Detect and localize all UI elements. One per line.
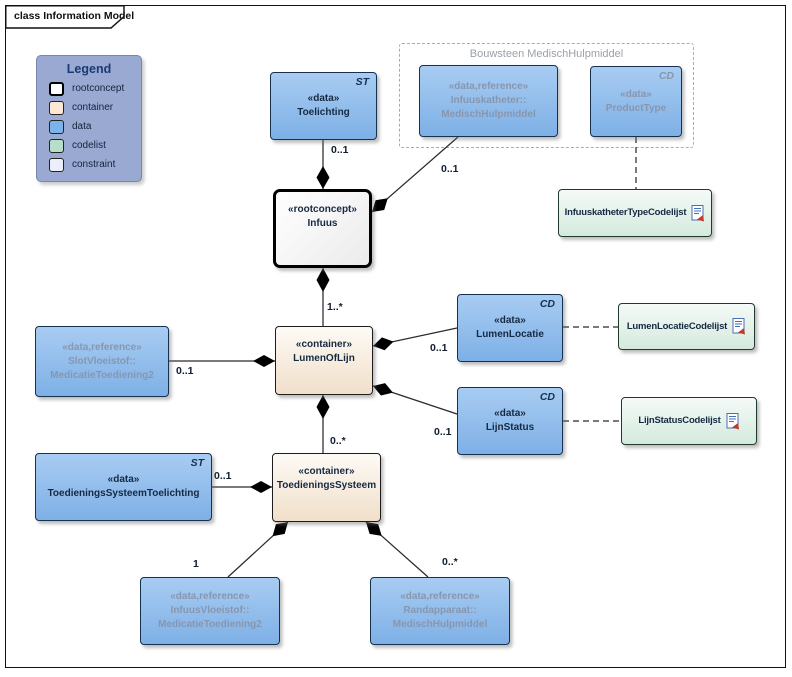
legend-swatch-codelist [49, 138, 64, 153]
composition-diamond [373, 337, 394, 351]
node-infuuskathetertypecodelijst[interactable]: InfuuskatheterTypeCodelijst [558, 189, 712, 237]
group-label: Bouwsteen MedischHulpmiddel [469, 48, 624, 60]
multiplicity-label: 0..1 [331, 144, 349, 156]
multiplicity-label: 1..* [327, 301, 343, 313]
legend: Legend rootconcept container data codeli… [36, 55, 142, 182]
node-name: Randapparaat:: [403, 605, 477, 616]
node-toedieningssysteem[interactable]: «container» ToedieningsSysteem [272, 453, 381, 522]
datatype-tag: CD [658, 70, 674, 82]
composition-diamond [316, 166, 330, 189]
datatype-tag: CD [539, 298, 555, 310]
composition-diamond [366, 522, 382, 536]
legend-title: Legend [66, 62, 112, 76]
codelist-document-icon [726, 412, 740, 430]
bouwsteen-group-frame: Bouwsteen MedischHulpmiddel [399, 43, 694, 148]
node-name: LumenLocatie [476, 329, 544, 340]
codelist-document-icon [691, 204, 705, 222]
legend-row: codelist [49, 138, 141, 153]
node-name: LumenOfLijn [293, 353, 355, 364]
composition-diamond [316, 268, 330, 292]
stereotype: «container» [298, 466, 355, 477]
stereotype: «data» [494, 408, 526, 419]
node-infuus[interactable]: «rootconcept» Infuus [273, 189, 372, 268]
node-lumenoflijn[interactable]: «container» LumenOfLijn [275, 326, 373, 395]
node-lijnstatus[interactable]: CD «data» LijnStatus [457, 387, 563, 455]
node-name: SlotVloeistof:: [68, 355, 136, 367]
node-infuusvloeistof-medicatietoediening2[interactable]: «data,reference» InfuusVloeistof:: Medic… [140, 577, 280, 645]
stereotype: «data» [620, 88, 652, 100]
legend-label: constraint [72, 159, 116, 170]
legend-label: codelist [72, 140, 106, 151]
legend-swatch-rootconcept [49, 81, 64, 96]
diagram-title: class Information Model [14, 10, 135, 22]
node-name: LijnStatusCodelijst [638, 415, 721, 426]
node-name: LumenLocatieCodelijst [626, 320, 728, 332]
node-infuuskatheter-medischhulpmiddel[interactable]: «data,reference» Infuuskatheter:: Medisc… [419, 65, 558, 137]
composition-diamond [272, 522, 288, 537]
legend-label: rootconcept [72, 83, 125, 94]
node-name: ToedieningsSysteemToelichting [47, 488, 200, 499]
datatype-tag: ST [190, 457, 204, 469]
legend-row: rootconcept [49, 81, 141, 96]
node-lumenlocatie[interactable]: CD «data» LumenLocatie [457, 294, 563, 362]
composition-diamond [316, 395, 330, 419]
multiplicity-label: 0..* [442, 556, 458, 568]
datatype-tag: CD [539, 391, 555, 403]
node-name: MedischHulpmiddel [441, 109, 536, 120]
legend-row: data [49, 119, 141, 134]
node-name: Toelichting [297, 107, 350, 118]
node-name: Infuus [307, 218, 338, 229]
composition-diamond [253, 355, 275, 367]
multiplicity-label: 0..* [330, 435, 346, 447]
legend-row: container [49, 100, 141, 115]
stereotype: «data,reference» [400, 591, 480, 602]
legend-swatch-data [49, 119, 64, 134]
stereotype: «data,reference» [448, 81, 529, 92]
legend-swatch-constraint [49, 157, 64, 172]
node-name: ProductType [605, 102, 667, 114]
multiplicity-label: 0..1 [434, 426, 452, 438]
node-name: ToedieningsSysteem [276, 480, 377, 491]
stereotype: «data» [494, 315, 526, 326]
composition-diamond [250, 481, 272, 493]
node-producttype[interactable]: CD «data» ProductType [590, 66, 682, 137]
frame-title-tab [5, 5, 125, 29]
stereotype: «data,reference» [62, 341, 142, 353]
multiplicity-label: 0..1 [176, 365, 194, 377]
legend-swatch-container [49, 100, 64, 115]
node-slotvloeistof-medicatietoediening2[interactable]: «data,reference» SlotVloeistof:: Medicat… [35, 326, 169, 397]
composition-diamond [372, 198, 388, 212]
diagram-frame-border [5, 5, 786, 668]
stereotype: «rootconcept» [288, 204, 357, 215]
node-toelichting[interactable]: ST «data» Toelichting [270, 72, 377, 140]
node-lijnstatuscodelijst[interactable]: LijnStatusCodelijst [621, 397, 757, 445]
legend-label: data [72, 121, 92, 132]
node-randapparaat-medischhulpmiddel[interactable]: «data,reference» Randapparaat:: MedischH… [370, 577, 510, 645]
multiplicity-label: 0..1 [430, 342, 448, 354]
legend-label: container [72, 102, 114, 113]
node-name: MedicatieToediening2 [158, 619, 262, 630]
multiplicity-label: 0..1 [214, 470, 232, 482]
stereotype: «data» [107, 474, 140, 485]
datatype-tag: ST [355, 76, 369, 88]
legend-row: constraint [49, 157, 141, 172]
node-name: LijnStatus [485, 422, 535, 433]
node-name: MedicatieToediening2 [50, 369, 154, 381]
node-name: InfuusVloeistof:: [170, 605, 250, 616]
node-toedieningssysteemtoelichting[interactable]: ST «data» ToedieningsSysteemToelichting [35, 453, 212, 521]
multiplicity-label: 1 [193, 558, 199, 570]
node-name: MedischHulpmiddel [392, 619, 488, 630]
node-name: InfuuskatheterTypeCodelijst [564, 207, 687, 218]
stereotype: «container» [295, 339, 353, 350]
node-lumenlocatiecodelijst[interactable]: LumenLocatieCodelijst [618, 303, 755, 350]
codelist-document-icon [732, 318, 746, 335]
stereotype: «data,reference» [170, 591, 250, 602]
node-name: Infuuskatheter:: [450, 95, 527, 106]
stereotype: «data» [307, 93, 340, 104]
multiplicity-label: 0..1 [441, 163, 459, 175]
composition-diamond [373, 383, 393, 396]
